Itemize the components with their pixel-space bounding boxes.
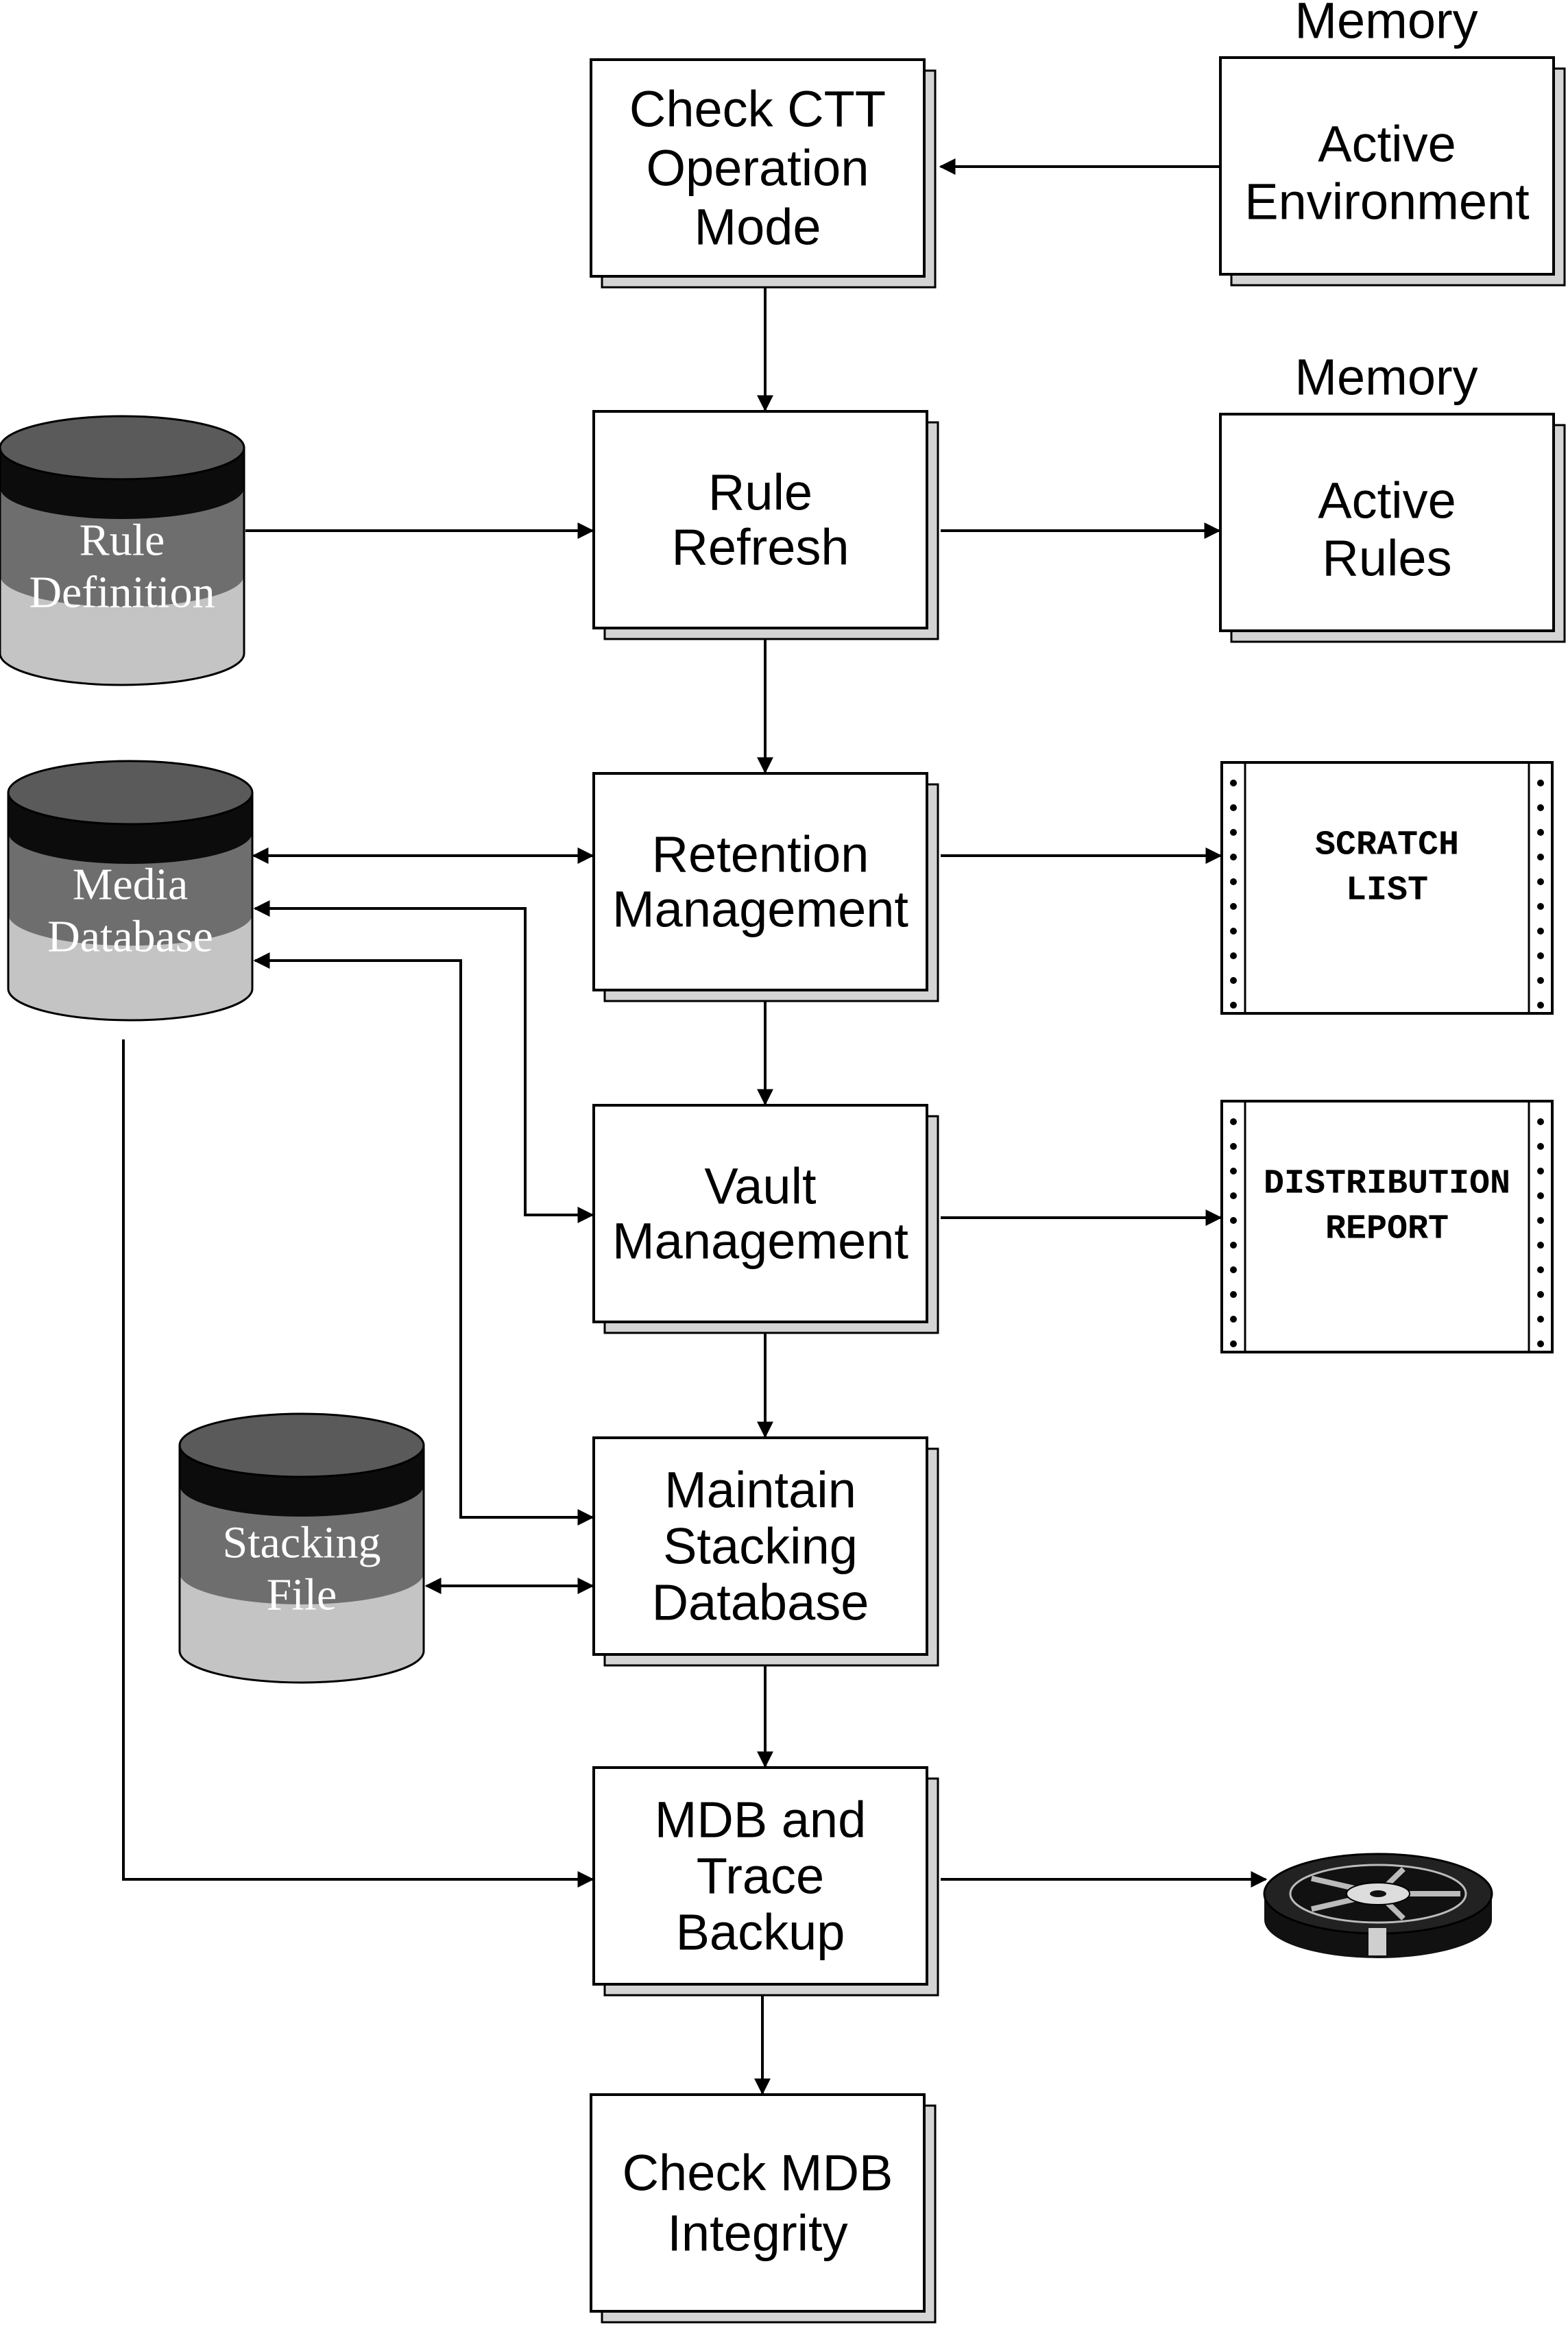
rule-refresh-line-1: Rule <box>708 464 812 521</box>
arrow-vault-media-database <box>253 900 594 1223</box>
distribution-report-line-2: REPORT <box>1325 1210 1449 1249</box>
check-ctt-line-2: Operation <box>647 140 869 197</box>
rule-definition-line-1: Rule <box>80 516 165 566</box>
retention-line-2: Management <box>612 881 908 938</box>
mdb-backup-line-1: MDB and <box>655 1792 866 1848</box>
check-ctt-line-3: Mode <box>694 199 821 256</box>
maintain-stacking-line-2: Stacking <box>663 1518 858 1575</box>
active-rules-line-1: Active <box>1318 472 1456 529</box>
maintain-stacking-line-1: Maintain <box>664 1462 856 1519</box>
active-environment-caption: Memory <box>1294 0 1477 49</box>
vault-line-1: Vault <box>704 1158 817 1215</box>
vault-line-2: Management <box>612 1213 908 1270</box>
retention-line-1: Retention <box>652 826 869 883</box>
tape-reel-icon <box>1263 1853 1493 1958</box>
scratch-list-report: SCRATCH LIST <box>1220 761 1554 1015</box>
scratch-list-line-1: SCRATCH <box>1315 826 1459 865</box>
distribution-report-line-1: DISTRIBUTION <box>1264 1165 1510 1204</box>
rule-refresh-line-2: Refresh <box>671 519 849 576</box>
mdb-backup-line-3: Backup <box>676 1904 845 1961</box>
scratch-list-line-2: LIST <box>1346 871 1428 911</box>
maintain-stacking-line-3: Database <box>652 1574 869 1631</box>
active-environment-line-2: Environment <box>1244 173 1530 230</box>
distribution-report-report: DISTRIBUTION REPORT <box>1220 1100 1554 1353</box>
mdb-backup-line-2: Trace <box>697 1848 824 1905</box>
media-database-line-2: Database <box>47 912 213 962</box>
stacking-file-line-2: File <box>267 1570 337 1620</box>
stacking-file-line-1: Stacking <box>223 1518 381 1568</box>
check-mdb-line-1: Check MDB <box>623 2145 893 2202</box>
rule-definition-line-2: Definition <box>29 568 215 618</box>
arrow-maintain-stacking-media-database <box>253 952 594 1526</box>
check-mdb-line-2: Integrity <box>667 2205 847 2262</box>
active-environment-line-1: Active <box>1318 116 1456 173</box>
check-ctt-line-1: Check CTT <box>629 81 886 138</box>
media-database-line-1: Media <box>73 860 189 910</box>
active-rules-caption: Memory <box>1294 349 1477 406</box>
active-rules-line-2: Rules <box>1322 530 1451 587</box>
connectors <box>122 158 1268 2095</box>
arrow-media-database-to-mdb-backup <box>122 1039 594 1888</box>
